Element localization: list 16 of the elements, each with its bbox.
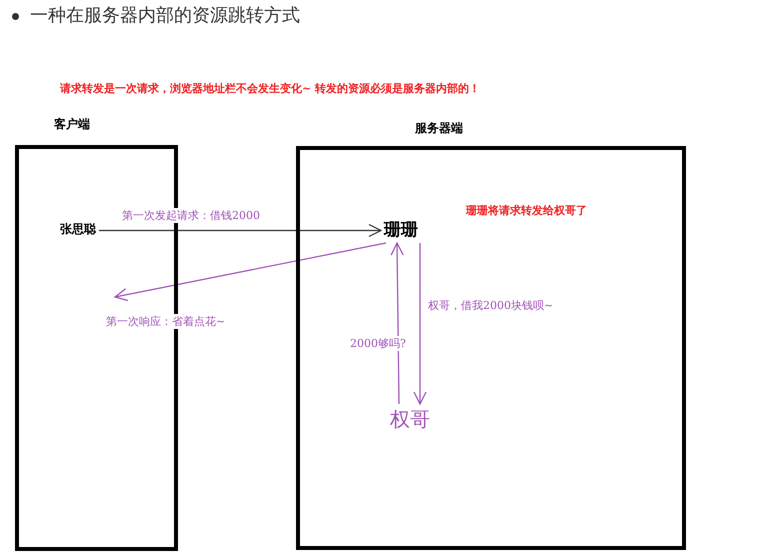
arrow (99, 224, 382, 238)
arrow (114, 242, 386, 302)
heading: 一种在服务器内部的资源跳转方式 (30, 4, 300, 27)
edge-label: 第一次响应：省着点花~ (106, 314, 226, 329)
note-text: 珊珊将请求转发给权哥了 (466, 203, 587, 218)
arrow (413, 243, 427, 405)
note-text: 请求转发是一次请求，浏览器地址栏不会发生变化~ 转发的资源必须是服务器内部的！ (60, 81, 480, 96)
box-heading: 服务器端 (415, 120, 463, 137)
arrow (390, 242, 404, 404)
node-label: 张思聪 (60, 221, 96, 238)
node-label: 权哥 (390, 406, 430, 433)
edge-label: 第一次发起请求：借钱2000 (122, 208, 260, 223)
box-heading: 客户端 (54, 116, 90, 133)
edge-label: 2000够吗? (350, 336, 406, 351)
node-label: 珊珊 (384, 218, 418, 241)
edge-label: 权哥，借我2000块钱呗~ (428, 298, 554, 313)
